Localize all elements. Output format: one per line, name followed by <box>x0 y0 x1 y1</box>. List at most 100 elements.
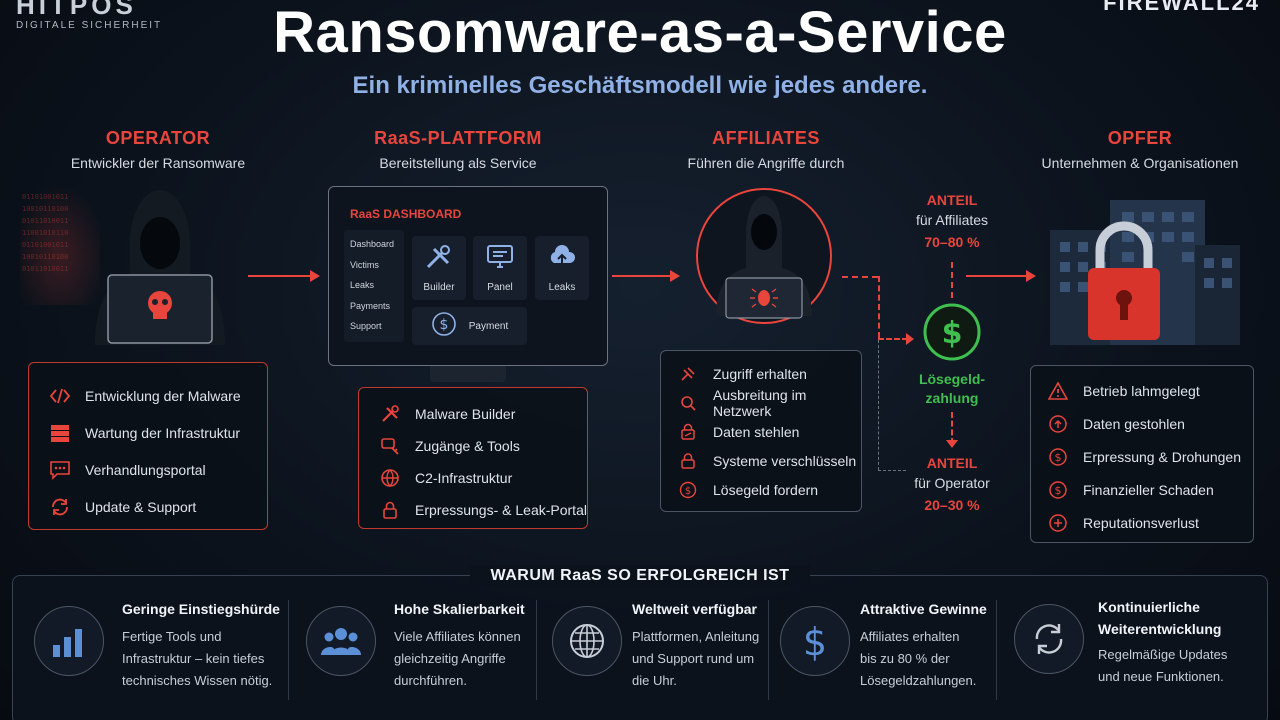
why-item-desc-line: Viele Affiliates können <box>394 629 521 644</box>
dollar-icon: $ <box>431 311 457 342</box>
svg-text:01011010011: 01011010011 <box>22 265 68 273</box>
share-affiliates-label: ANTEIL <box>926 192 978 208</box>
why-item-desc: Regelmäßige Updates und neue Funktionen. <box>1098 644 1227 688</box>
brand-right-logo: FIREWALL24 <box>1103 0 1260 15</box>
lock-icon <box>379 499 401 521</box>
affiliates-sub: Führen die Angriffe durch <box>687 155 845 171</box>
victim-impact: $ Erpressung & Drohungen <box>1047 440 1253 473</box>
why-item-desc-line: und Support rund um <box>632 651 755 666</box>
dashboard-nav-item: Support <box>350 321 382 331</box>
operator-card: Entwicklung der Malware Wartung der Infr… <box>28 362 268 530</box>
why-item-low-entry: Geringe Einstiegshürde Fertige Tools und… <box>34 598 284 708</box>
platform-item-label: Malware Builder <box>415 406 516 422</box>
tile-label: Payment <box>468 320 509 332</box>
why-item-development: Kontinuierliche Weiterentwicklung Regelm… <box>1014 596 1264 706</box>
platform-item: Zugänge & Tools <box>379 430 587 462</box>
brand-left-tag: DIGITALE SICHERHEIT <box>16 20 163 31</box>
affiliates-card: Zugriff erhalten Ausbreitung im Netzwerk… <box>660 350 862 512</box>
svg-text:11001010110: 11001010110 <box>22 229 68 237</box>
affiliates-heading: AFFILIATES <box>712 128 820 148</box>
page-title: Ransomware-as-a-Service <box>273 0 1007 65</box>
platform-item: C2-Infrastruktur <box>379 462 587 494</box>
why-item-desc: Plattformen, Anleitung und Support rund … <box>632 626 759 692</box>
platform-item-label: Erpressungs- & Leak-Portal <box>415 502 587 518</box>
share-operator: ANTEIL für Operator 20–30 % <box>892 455 1012 513</box>
affiliates-header: AFFILIATES Führen die Angriffe durch <box>636 128 896 171</box>
victim-impact: Betrieb lahmgelegt <box>1047 374 1253 407</box>
affiliate-step-label: Systeme verschlüsseln <box>713 452 857 469</box>
dashboard-tile-panel: Panel <box>473 236 527 300</box>
why-item-desc-line: Lösegeldzahlungen. <box>860 673 977 688</box>
flow-arrow-platform-affiliates <box>612 270 680 282</box>
ransom-payment-line: Lösegeld- <box>918 371 986 387</box>
platform-item: Erpressungs- & Leak-Portal <box>379 494 587 526</box>
svg-text:10010110100: 10010110100 <box>22 253 68 261</box>
globe-icon <box>552 606 622 676</box>
why-separator <box>996 600 997 700</box>
victim-impact: Reputationsverlust <box>1047 506 1253 539</box>
platform-item-label: C2-Infrastruktur <box>415 470 513 486</box>
victim-impact: $ Finanzieller Schaden <box>1047 473 1253 506</box>
why-item-title-line: Weiterentwicklung <box>1098 621 1222 637</box>
platform-card: Malware Builder Zugänge & Tools C2-Infra… <box>358 387 588 529</box>
dollar-icon: $ <box>677 479 699 501</box>
brand-left-logo: HITPOS <box>16 0 137 20</box>
why-item-title: Geringe Einstiegshürde <box>122 601 280 617</box>
why-item-desc-line: die Uhr. <box>632 673 677 688</box>
data-icon <box>677 421 699 443</box>
why-item-desc-line: Regelmäßige Updates <box>1098 647 1228 662</box>
why-item-scalability: Hohe Skalierbarkeit Viele Affiliates kön… <box>306 598 536 708</box>
network-icon <box>677 392 699 414</box>
why-item-desc-line: Fertige Tools und <box>122 629 222 644</box>
tools-icon <box>379 403 401 425</box>
why-item-title: Kontinuierliche Weiterentwicklung <box>1098 596 1227 640</box>
dollar-icon: $ <box>780 606 850 676</box>
locked-building-illustration <box>1050 200 1240 345</box>
key-icon <box>379 435 401 457</box>
victim-sub: Unternehmen & Organisationen <box>1041 155 1239 171</box>
victim-impact-label: Erpressung & Drohungen <box>1083 448 1241 465</box>
victim-header: OPFER Unternehmen & Organisationen <box>1010 128 1270 171</box>
ransom-payment-line: zahlung <box>925 390 979 406</box>
why-item-desc-line: technisches Wissen nötig. <box>122 673 273 688</box>
monitor-icon <box>485 243 515 276</box>
victim-impact-label: Finanzieller Schaden <box>1083 481 1214 498</box>
svg-text:$: $ <box>685 486 691 497</box>
share-operator-percent: 20–30 % <box>924 497 980 513</box>
flow-dash-to-operator <box>951 412 953 444</box>
dollar-icon: $ <box>1047 446 1069 468</box>
tile-label: Panel <box>487 282 513 293</box>
share-affiliates: ANTEIL für Affiliates 70–80 % <box>892 192 1012 250</box>
svg-text:$: $ <box>803 620 827 663</box>
dashboard-tile-leaks: Leaks <box>535 236 589 300</box>
dashboard-nav-item: Payments <box>350 300 391 311</box>
affiliate-step: $ Lösegeld fordern <box>677 475 861 504</box>
why-item-desc-line: bis zu 80 % der <box>860 651 950 666</box>
dashboard-nav-item: Victims <box>350 259 379 270</box>
dashboard-tile-payment: $ Payment <box>412 307 527 345</box>
operator-header: OPERATOR Entwickler der Ransomware <box>28 128 288 171</box>
victim-impact-label: Betrieb lahmgelegt <box>1083 382 1200 399</box>
affiliate-step: Ausbreitung im Netzwerk <box>677 387 861 419</box>
operator-item-label: Entwicklung der Malware <box>85 387 241 404</box>
platform-header: RaaS-PLATTFORM Bereitstellung als Servic… <box>328 128 588 171</box>
share-affiliates-target: für Affiliates <box>915 212 989 228</box>
operator-item: Wartung der Infrastruktur <box>49 414 267 451</box>
cloud-upload-icon <box>1047 413 1069 435</box>
flow-arrowhead-operator <box>946 440 958 448</box>
ransom-payment-label: Lösegeld- zahlung <box>892 370 1012 408</box>
share-affiliates-percent: 70–80 % <box>924 234 980 250</box>
why-separator <box>288 600 289 700</box>
victim-impact: Daten gestohlen <box>1047 407 1253 440</box>
operator-item: Verhandlungsportal <box>49 451 267 488</box>
platform-sub: Bereitstellung als Service <box>379 155 537 171</box>
tools-icon <box>424 243 454 276</box>
why-item-title: Weltweit verfügbar <box>632 601 757 617</box>
reputation-icon <box>1047 512 1069 534</box>
victim-card: Betrieb lahmgelegt Daten gestohlen $ Erp… <box>1030 365 1254 543</box>
operator-item-label: Wartung der Infrastruktur <box>85 424 241 441</box>
why-item-title-line: Kontinuierliche <box>1098 599 1200 615</box>
flow-arrow-to-victim <box>966 270 1036 282</box>
dashboard-nav: Dashboard Victims Leaks Payments Support <box>344 230 404 342</box>
why-item-title: Attraktive Gewinne <box>860 601 987 617</box>
